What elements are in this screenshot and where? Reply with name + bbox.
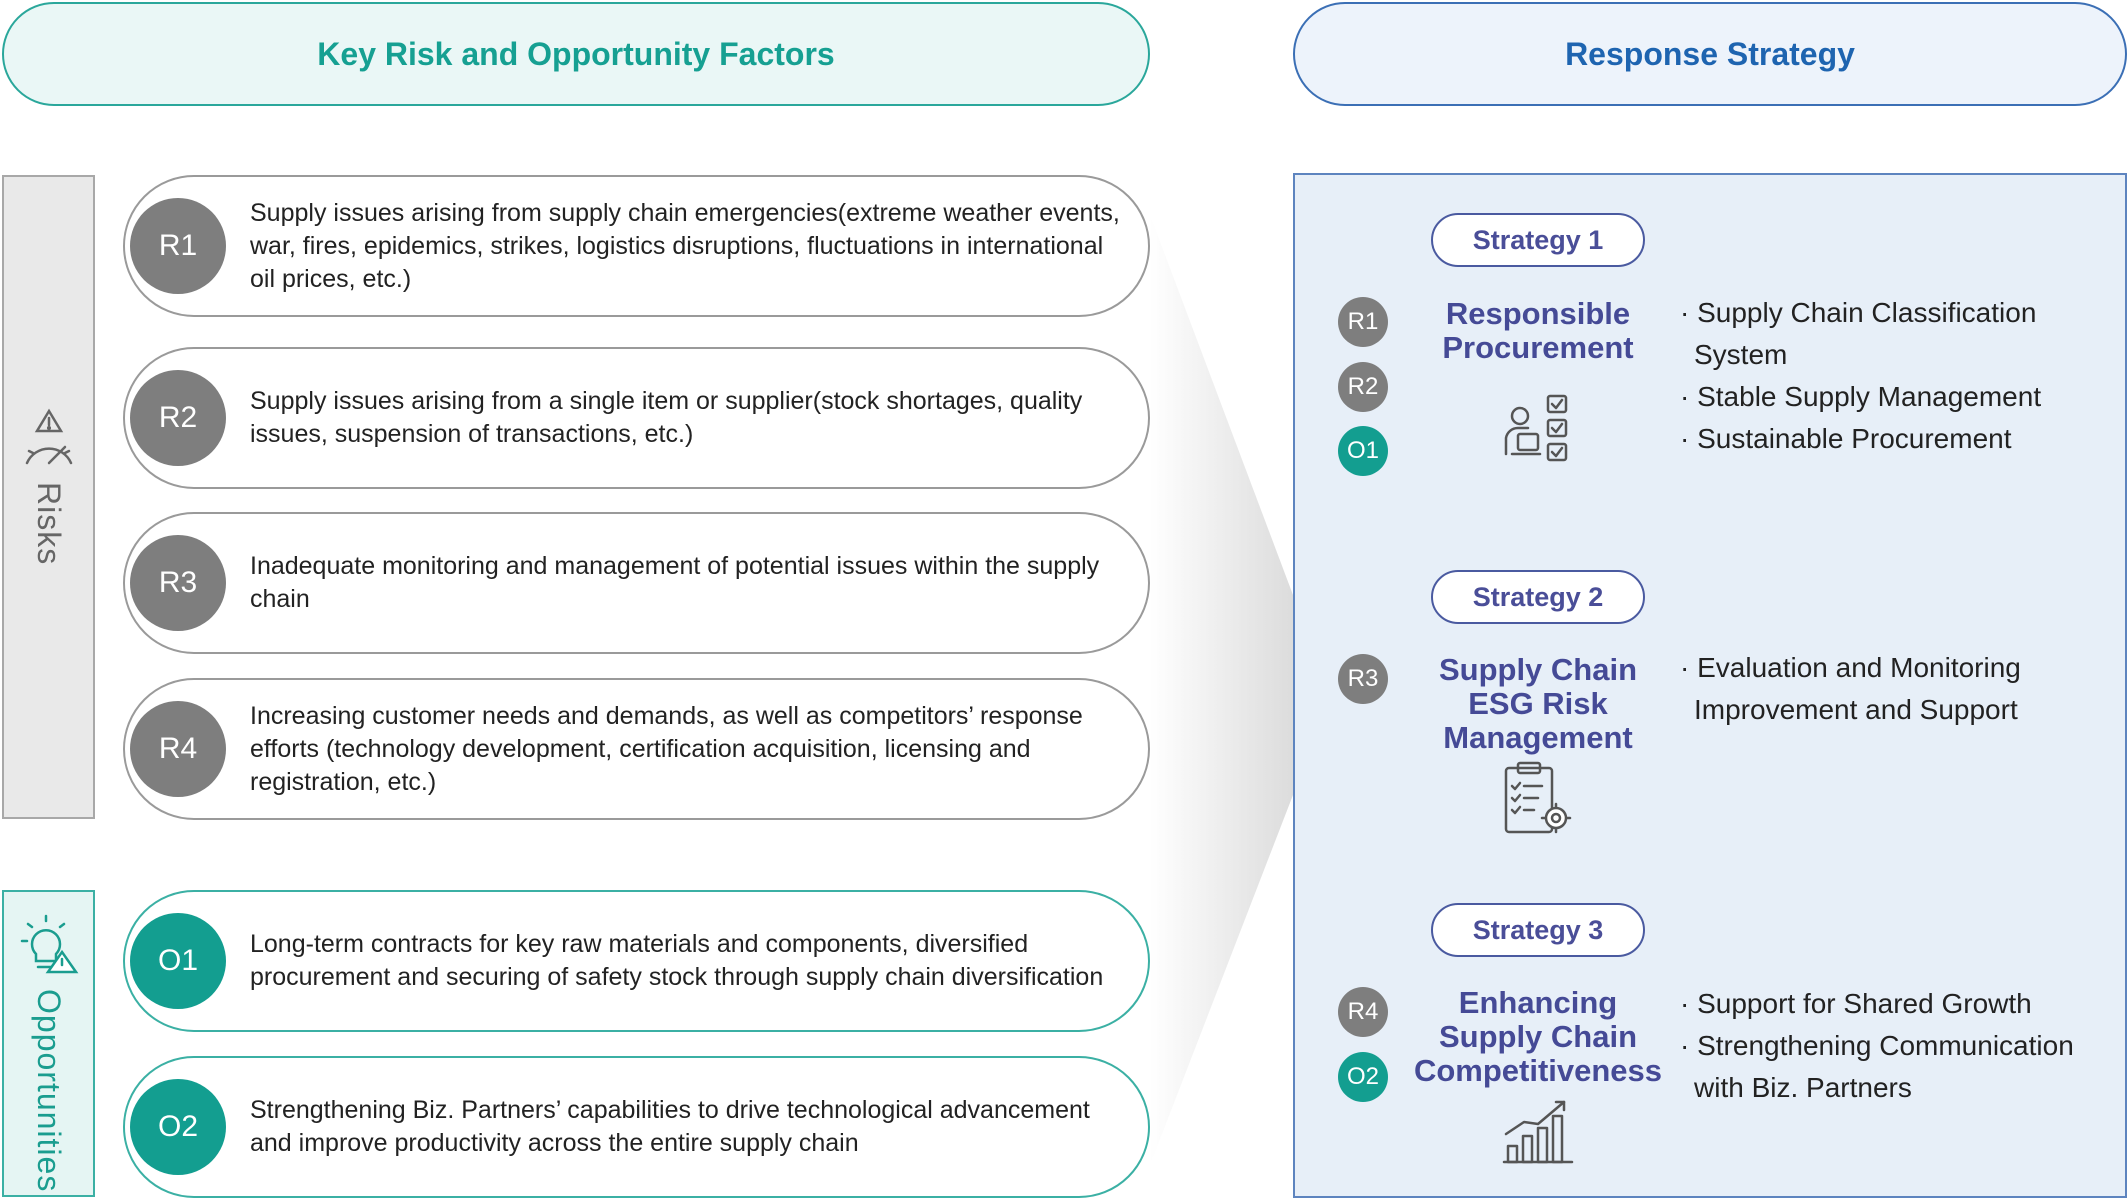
strategy-2-bullets: · Evaluation and Monitoring Improvement …: [1680, 647, 2110, 731]
factor-text: Inadequate monitoring and management of …: [250, 552, 1100, 613]
opportunities-sidebar: Opportunities: [2, 890, 95, 1197]
gauge-warning-icon: [21, 407, 77, 474]
strategy-3-pill: Strategy 3: [1431, 903, 1645, 957]
factors-header: Key Risk and Opportunity Factors: [2, 2, 1150, 106]
bullet-item: · Sustainable Procurement: [1680, 423, 2012, 454]
strategy-3-bullets: · Support for Shared Growth · Strengthen…: [1680, 983, 2110, 1109]
strategy-1-bullets: · Supply Chain Classification System · S…: [1680, 292, 2110, 460]
lightbulb-warning-icon: [18, 914, 80, 981]
bullet-item: · Evaluation and Monitoring: [1680, 652, 2021, 683]
factor-r1: R1 Supply issues arising from supply cha…: [123, 175, 1150, 317]
strategy-code-r1: R1: [1338, 297, 1388, 347]
factor-r4: R4 Increasing customer needs and demands…: [123, 678, 1150, 820]
factor-r3: R3 Inadequate monitoring and management …: [123, 512, 1150, 654]
funnel-shape: [1150, 215, 1293, 1165]
bullet-item: · Stable Supply Management: [1680, 381, 2042, 412]
opportunities-label: Opportunities: [31, 989, 67, 1193]
factor-code: R3: [130, 535, 226, 631]
growth-bar-chart-icon: [1502, 1098, 1574, 1171]
strategy-code-r4: R4: [1338, 987, 1388, 1037]
strategy-2-pill: Strategy 2: [1431, 570, 1645, 624]
factor-o2: O2 Strengthening Biz. Partners’ capabili…: [123, 1056, 1150, 1198]
factor-text: Strengthening Biz. Partners’ capabilitie…: [250, 1096, 1090, 1157]
strategy-code-o2: O2: [1338, 1052, 1388, 1102]
factor-code: O1: [130, 913, 226, 1009]
factor-code: O2: [130, 1079, 226, 1175]
strategy-1-pill: Strategy 1: [1431, 213, 1645, 267]
bullet-item: · Support for Shared Growth: [1680, 988, 2032, 1019]
factor-code: R4: [130, 701, 226, 797]
factor-o1: O1 Long-term contracts for key raw mater…: [123, 890, 1150, 1032]
strategy-code-r3: R3: [1338, 654, 1388, 704]
factor-code: R2: [130, 370, 226, 466]
factor-code: R1: [130, 198, 226, 294]
strategy-header: Response Strategy: [1293, 2, 2127, 106]
factor-text: Increasing customer needs and demands, a…: [250, 701, 1083, 796]
factor-text: Long-term contracts for key raw material…: [250, 930, 1104, 991]
strategy-3-title: Enhancing Supply Chain Competitiveness: [1413, 985, 1663, 1088]
strategy-code-r2: R2: [1338, 362, 1388, 412]
bullet-item: · Supply Chain Classification System: [1680, 297, 2037, 370]
risks-label: Risks: [31, 482, 67, 566]
risks-sidebar: Risks: [2, 175, 95, 819]
bullet-item: · Strengthening Communication with Biz. …: [1680, 1030, 2074, 1103]
strategy-code-o1: O1: [1338, 426, 1388, 476]
strategy-2-title: Supply Chain ESG Risk Management: [1438, 652, 1638, 755]
strategy-1-title: Responsible Procurement: [1442, 296, 1634, 365]
factor-text: Supply issues arising from a single item…: [250, 387, 1083, 448]
factor-r2: R2 Supply issues arising from a single i…: [123, 347, 1150, 489]
factor-text: Supply issues arising from supply chain …: [250, 198, 1120, 293]
person-checklist-icon: [1498, 394, 1578, 479]
bullet-item: Improvement and Support: [1694, 694, 2018, 725]
clipboard-gear-icon: [1500, 760, 1580, 843]
